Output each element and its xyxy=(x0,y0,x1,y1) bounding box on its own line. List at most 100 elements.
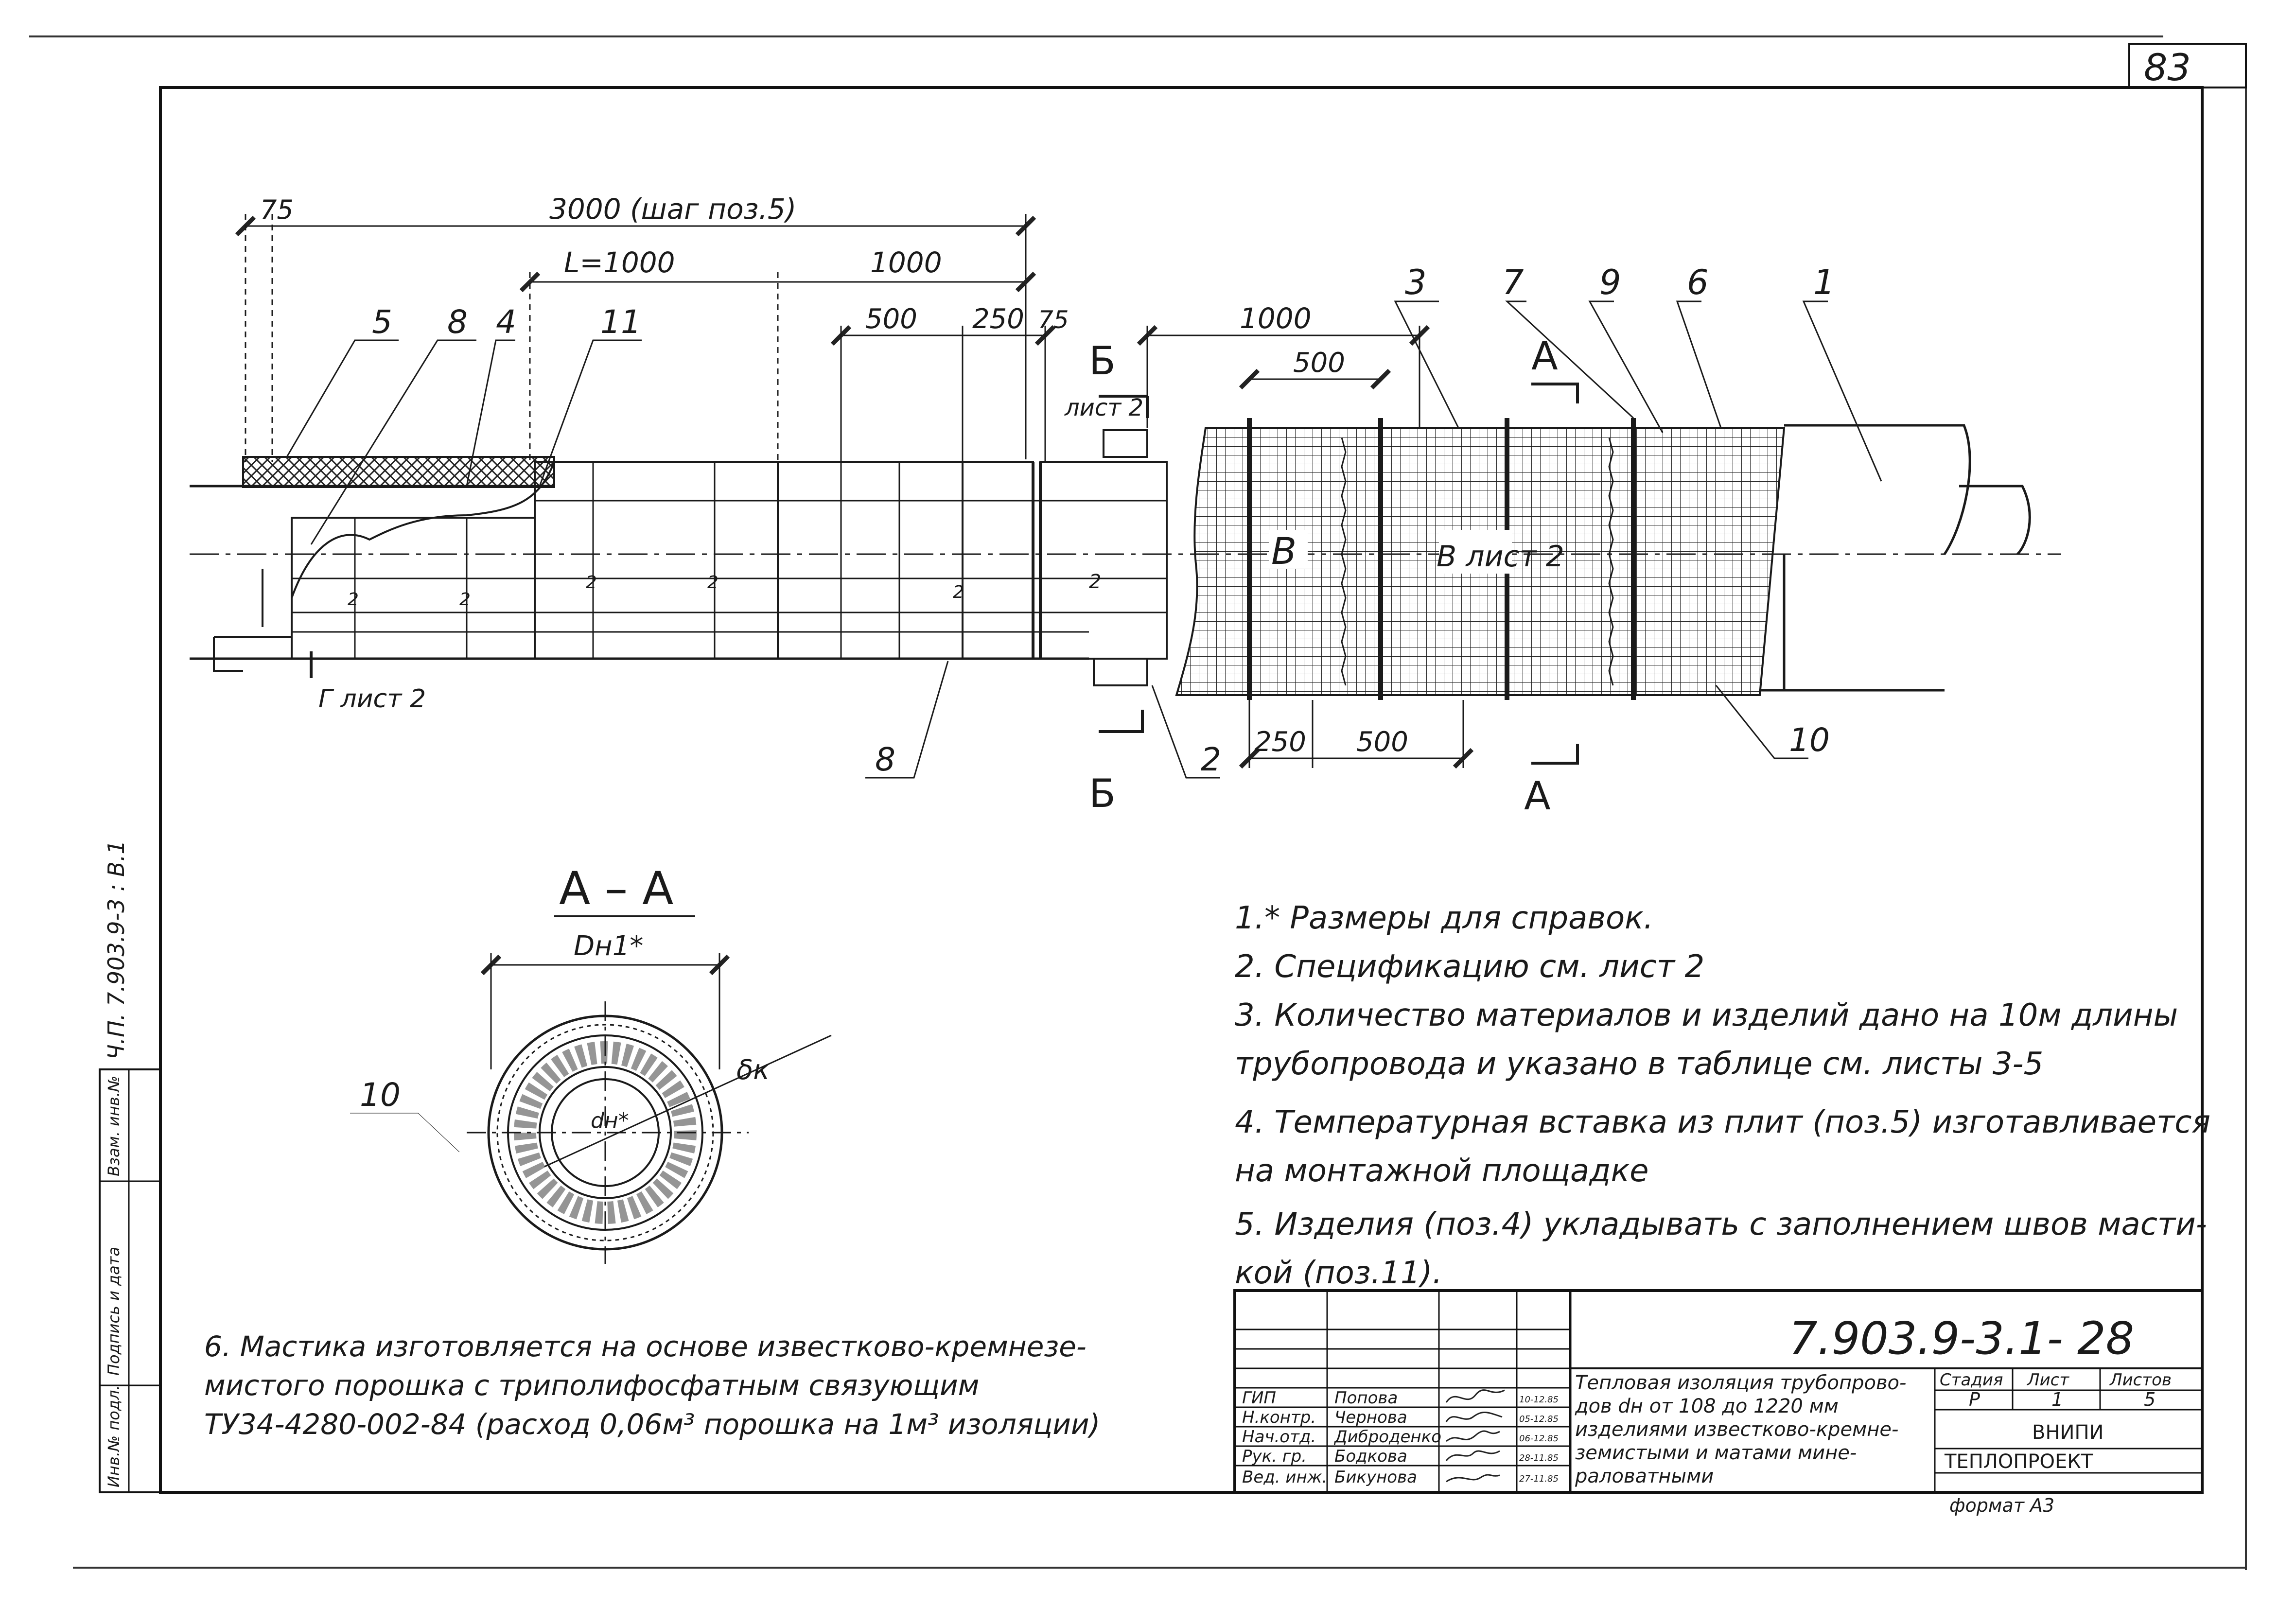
tb-role: Рук. гр. xyxy=(1242,1447,1307,1466)
drawing-frame xyxy=(159,86,2204,1494)
tb-name: Диброденко xyxy=(1333,1427,1441,1447)
note-line: трубопровода и указано в таблице см. лис… xyxy=(1235,1046,2043,1082)
dim-500-top-right: 500 xyxy=(1293,347,1345,379)
tb-format: формат А3 xyxy=(1949,1495,2054,1516)
cutaway-line xyxy=(291,461,555,598)
leader-2 xyxy=(1151,685,1220,779)
shell-block-4 xyxy=(962,461,1034,660)
shell-block-2 xyxy=(534,461,779,660)
tb-right-grid xyxy=(1934,1368,2202,1492)
tb-stage: Р xyxy=(1969,1389,1980,1410)
signature xyxy=(1445,1389,1505,1403)
dim-75-left: 75 xyxy=(260,194,294,225)
dim-1000-right: 1000 xyxy=(1240,302,1312,335)
section-dh1: Dн1* xyxy=(574,930,643,962)
note6-line: мистого порошка с триполифосфатным связу… xyxy=(204,1369,979,1402)
tb-sheet: 1 xyxy=(2051,1389,2063,1410)
inner-mark: 2 xyxy=(586,573,597,593)
cut-a-bottom xyxy=(1531,744,1579,765)
stitch-seam-1 xyxy=(1341,437,1347,686)
signature xyxy=(1445,1450,1500,1461)
signature xyxy=(1446,1430,1500,1442)
cut-a-top xyxy=(1531,383,1579,403)
leader-lines xyxy=(286,300,1882,779)
tb-name: Чернова xyxy=(1334,1408,1407,1427)
stitch-seam-2 xyxy=(1608,437,1614,686)
label-box-v xyxy=(1269,530,1308,569)
cut-g-label: Г лист 2 xyxy=(318,684,426,714)
note-line: на монтажной площадке xyxy=(1235,1153,1648,1189)
dim-250-bottom: 250 xyxy=(1254,726,1306,758)
note6-line: 6. Мастика изготовляется на основе извес… xyxy=(204,1330,1087,1363)
shell-block-1 xyxy=(291,517,536,660)
pos-7: 7 xyxy=(1502,262,1524,302)
tb-people: ГИП Попова 10-12.85 Н.контр. Чернова 05-… xyxy=(1242,1388,1559,1487)
pos-11: 11 xyxy=(600,303,641,341)
elevation-view xyxy=(190,418,2061,700)
tb-date: 27-11.85 xyxy=(1519,1474,1559,1484)
inner-mark: 2 xyxy=(459,590,471,610)
inner-marks: 2 2 2 2 2 2 xyxy=(348,571,1101,610)
tb-name: Бодкова xyxy=(1334,1447,1407,1466)
pos-5: 5 xyxy=(372,303,392,341)
section-diameter xyxy=(544,1034,832,1168)
tb-name: Попова xyxy=(1334,1388,1398,1408)
pipe-outline-left xyxy=(190,485,1089,660)
tb-date: 28-11.85 xyxy=(1519,1453,1559,1463)
tb-date: 10-12.85 xyxy=(1519,1395,1559,1405)
note-line: кой (поз.11). xyxy=(1235,1255,1442,1291)
label-box-v-sheet xyxy=(1439,530,1512,574)
support-bottom xyxy=(1093,658,1148,686)
tb-signatures xyxy=(1445,1389,1505,1483)
pos-4: 4 xyxy=(496,303,516,341)
section-pos10: 10 xyxy=(360,1076,401,1114)
note-line: 4. Температурная вставка из плит (поз.5)… xyxy=(1235,1104,2210,1140)
tb-title-line: раловатными xyxy=(1575,1465,1714,1487)
inner-mark: 2 xyxy=(1089,571,1101,593)
dim-l1000: L=1000 xyxy=(564,246,675,279)
cut-markers xyxy=(310,383,1579,765)
pos-8b: 8 xyxy=(875,741,895,778)
cut-a-bottom-label: А xyxy=(1524,773,1551,819)
title-block-frame xyxy=(1233,1289,2204,1494)
tb-name: Бикунова xyxy=(1334,1468,1417,1487)
section-title: А – А xyxy=(559,862,673,915)
inner-mark: 2 xyxy=(707,573,719,593)
leader-3 xyxy=(1394,300,1459,428)
tb-stage-header: Стадия xyxy=(1940,1370,2003,1390)
note-line: 1.* Размеры для справок. xyxy=(1235,900,1653,936)
notes-block: 1.* Размеры для справок. 2. Спецификацию… xyxy=(1235,900,2210,1291)
tb-sheets-header: Листов xyxy=(2109,1370,2172,1390)
insert-slab-pos5 xyxy=(242,456,555,488)
tb-role: Вед. инж. xyxy=(1242,1468,1327,1487)
leader-8b xyxy=(865,661,949,779)
note-line: 5. Изделия (поз.4) укладывать с заполнен… xyxy=(1235,1206,2207,1242)
tb-sheet-header: Лист xyxy=(2026,1370,2069,1390)
leader-8a xyxy=(310,339,476,545)
dim-250-mid: 250 xyxy=(972,303,1024,335)
support-top xyxy=(1103,429,1148,458)
shell-seams xyxy=(292,500,1167,633)
leader-5 xyxy=(286,339,399,457)
inner-mark: 2 xyxy=(348,590,359,610)
dim-500-bottom: 500 xyxy=(1356,726,1408,758)
dim-3000: 3000 (шаг поз.5) xyxy=(549,192,796,226)
dim-75-mid: 75 xyxy=(1038,306,1069,334)
leader-11 xyxy=(539,339,642,487)
cut-b-bottom-label: Б xyxy=(1089,771,1116,816)
tb-role: ГИП xyxy=(1242,1388,1276,1408)
pos-1: 1 xyxy=(1813,262,1835,302)
doc-code: 7.903.9-3.1- 28 xyxy=(1789,1312,2134,1364)
dim-1000-mid: 1000 xyxy=(870,246,942,279)
side-label-inv: Инв.№ подл. xyxy=(105,1385,123,1487)
side-label-vzam: Взам. инв.№ xyxy=(105,1076,123,1176)
side-label-sign: Подпись и дата xyxy=(105,1247,123,1376)
cut-b-top-sheet: лист 2 xyxy=(1064,394,1143,421)
shell-block-5 xyxy=(1039,461,1168,660)
dimension-lines xyxy=(235,214,1474,769)
dim-500-mid: 500 xyxy=(865,303,917,335)
tb-sheets: 5 xyxy=(2144,1389,2156,1410)
leader-10-section xyxy=(350,1113,460,1153)
pos-2: 2 xyxy=(1201,741,1221,778)
